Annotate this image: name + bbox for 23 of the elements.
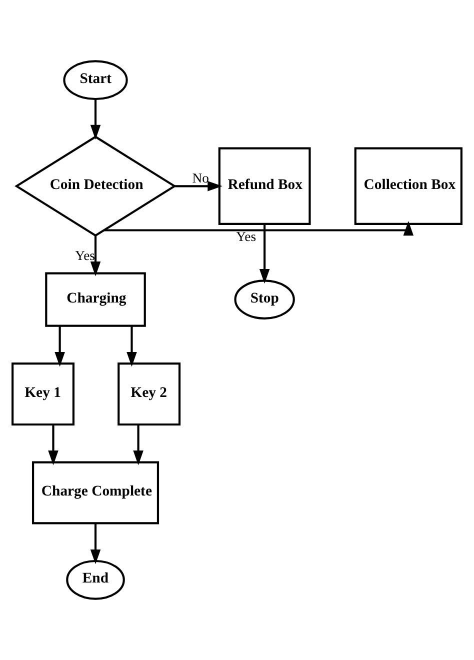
arrow xyxy=(174,181,222,192)
arrow xyxy=(54,326,65,367)
node-box: Charge Complete xyxy=(32,461,160,524)
node-ellipse: Start xyxy=(63,60,128,100)
node-box: Refund Box xyxy=(218,147,311,225)
arrow xyxy=(126,326,137,367)
arrow xyxy=(259,224,270,284)
arrow xyxy=(48,424,58,466)
arrow xyxy=(90,523,101,564)
arrow xyxy=(90,99,101,140)
node-ellipse: Stop xyxy=(234,280,295,320)
node-box: Charging xyxy=(45,272,146,327)
arrow xyxy=(90,236,101,276)
arrow xyxy=(104,220,414,236)
arrow xyxy=(133,424,144,466)
edge-label: Yes xyxy=(75,248,95,263)
node-box: Collection Box xyxy=(354,147,462,225)
node-box: Key 1 xyxy=(12,362,75,426)
edge-label: Yes xyxy=(236,229,256,244)
edge-label: No xyxy=(192,170,209,186)
node-ellipse: End xyxy=(66,560,125,600)
node-diamond: Coin Detection xyxy=(14,136,176,237)
node-box: Key 2 xyxy=(118,362,181,426)
